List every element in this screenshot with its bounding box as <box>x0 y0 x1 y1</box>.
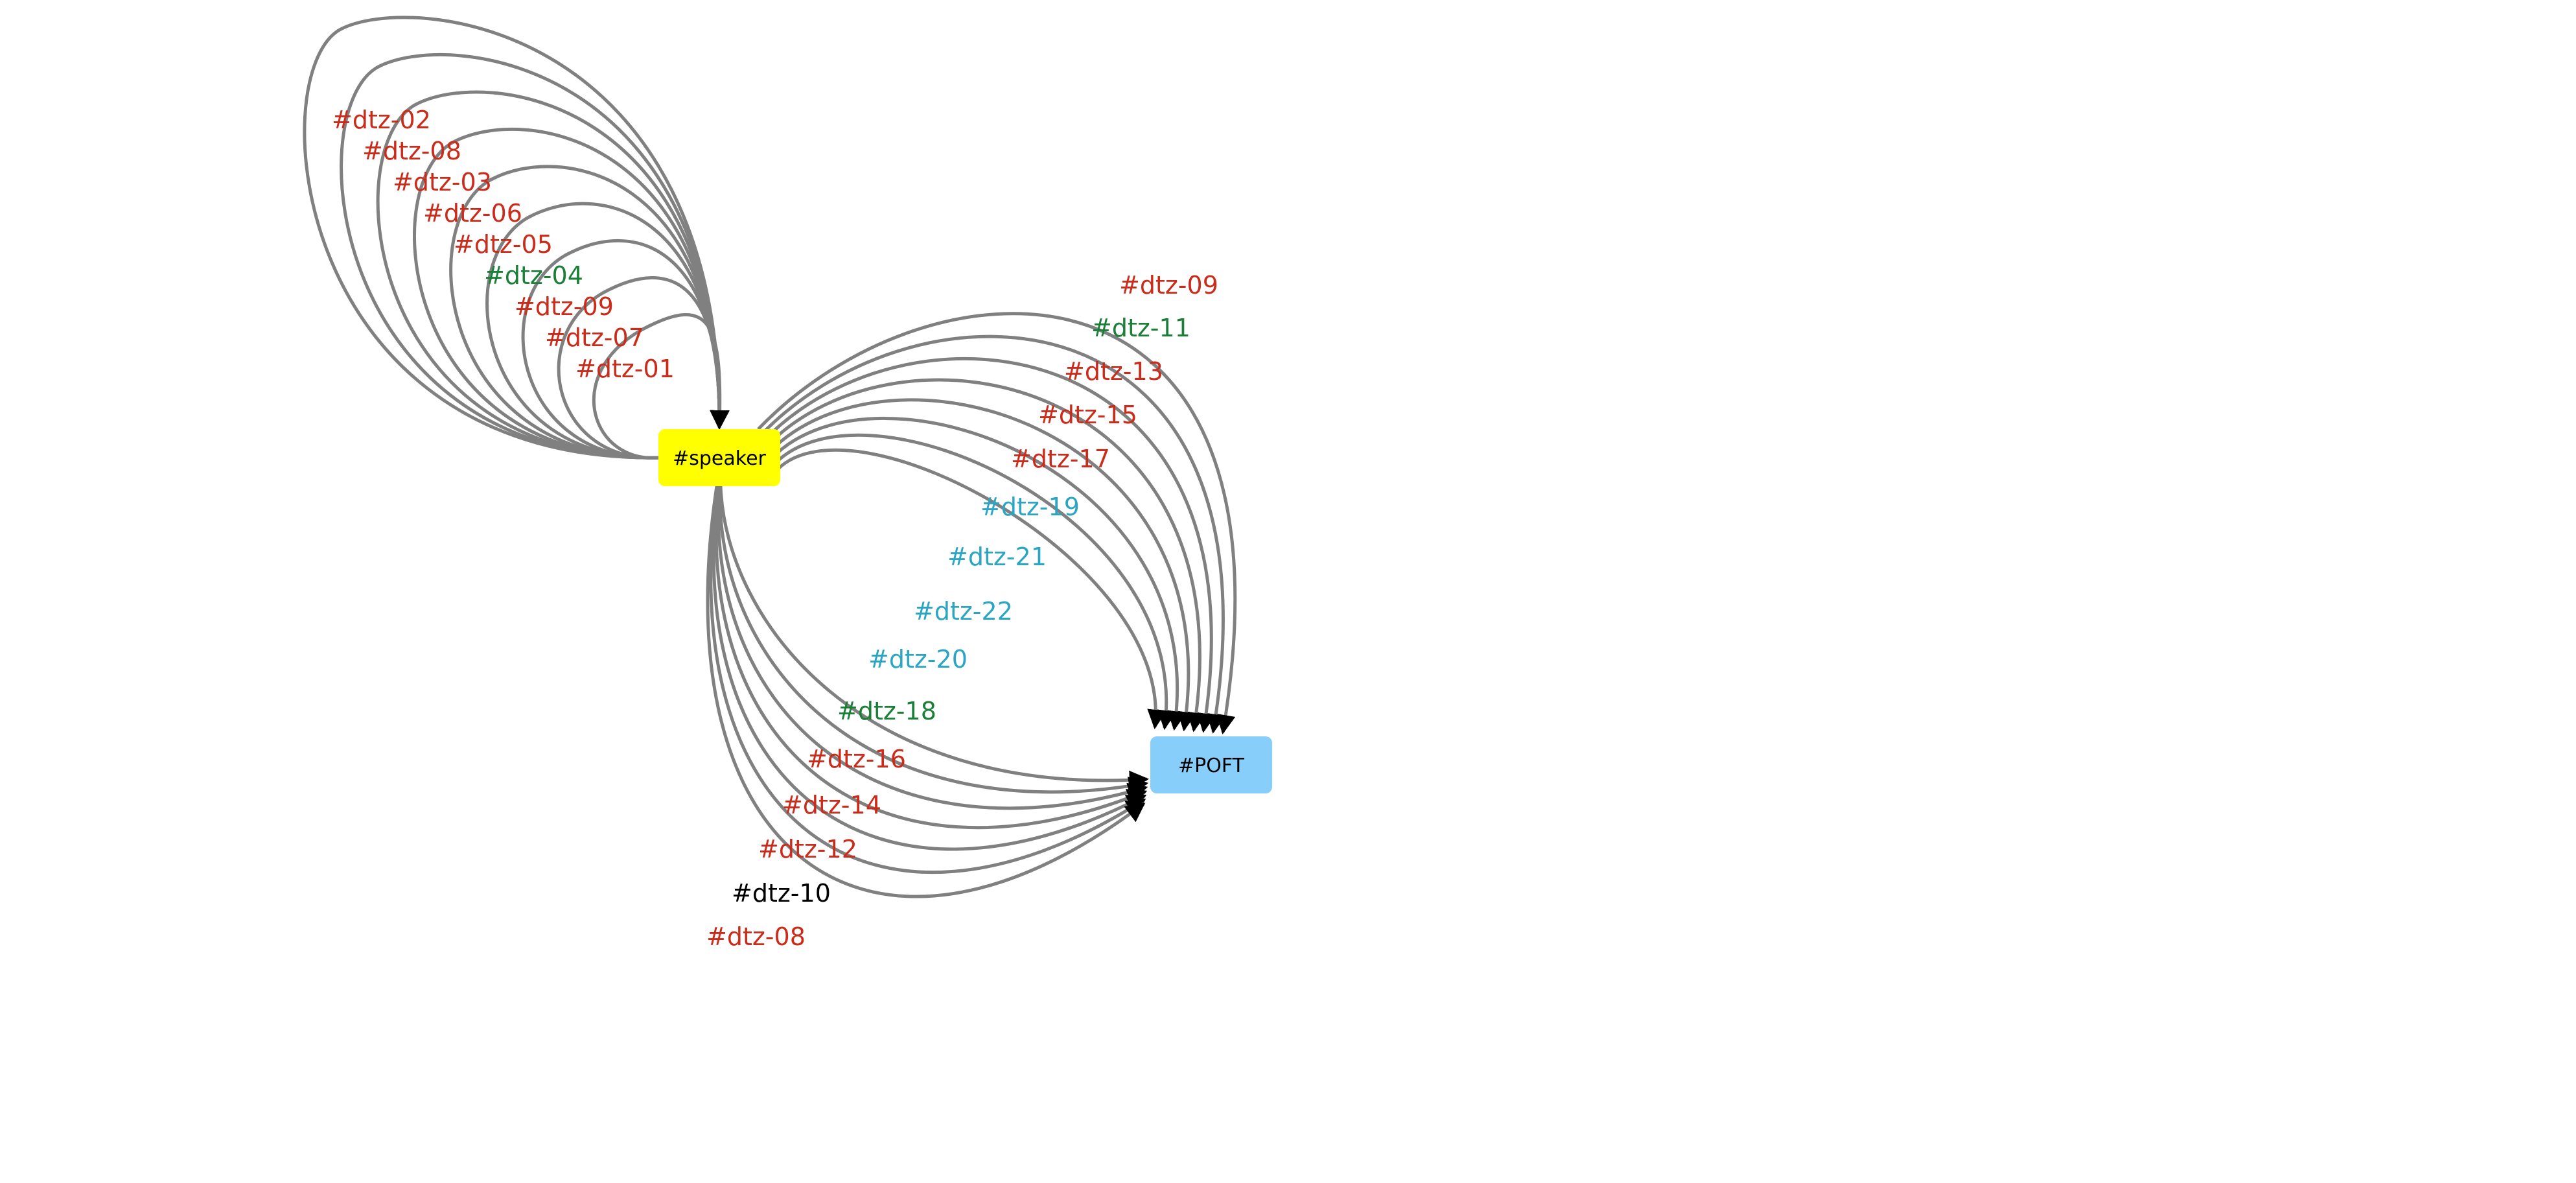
upper-edge-label: #dtz-13 <box>1064 357 1163 386</box>
self-loop-edge <box>592 312 730 460</box>
lower-edge-label: #dtz-12 <box>758 835 857 863</box>
self-loop-label: #dtz-05 <box>454 230 553 259</box>
self-loop-edge <box>449 165 730 460</box>
self-loop-label: #dtz-01 <box>575 355 675 383</box>
self-loop-label: #dtz-08 <box>362 137 461 165</box>
upper-edge-label: #dtz-19 <box>981 493 1080 521</box>
lower-edge <box>718 486 1149 796</box>
upper-edge <box>760 334 1226 734</box>
lower-edge-label: #dtz-14 <box>782 791 881 819</box>
upper-edge <box>773 433 1177 731</box>
lower-edge-label: #dtz-20 <box>868 645 968 673</box>
self-loop-edge <box>376 90 730 460</box>
upper-edge <box>776 448 1167 729</box>
self-loop-edge <box>521 239 730 460</box>
upper-edge-label: #dtz-15 <box>1038 401 1137 429</box>
edge-labels-layer: #dtz-02#dtz-08#dtz-03#dtz-06#dtz-05#dtz-… <box>332 106 1218 951</box>
self-loop-edge <box>557 276 730 460</box>
node-poft-label: #POFT <box>1178 755 1245 777</box>
node-speaker[interactable] <box>658 429 780 486</box>
lower-edge <box>714 486 1148 830</box>
self-loop-edge <box>340 53 730 460</box>
upper-edge <box>771 417 1187 731</box>
upper-edge-label: #dtz-17 <box>1011 445 1110 473</box>
upper-edge <box>762 357 1216 733</box>
lower-edge-label: #dtz-08 <box>706 922 806 951</box>
lower-edge-label: #dtz-18 <box>837 697 936 725</box>
upper-edge <box>765 378 1207 732</box>
nodes-layer: #speaker #POFT <box>658 429 1272 793</box>
lower-edge-label: #dtz-16 <box>807 745 906 773</box>
lower-edge <box>706 486 1146 898</box>
lower-edge-label: #dtz-10 <box>732 879 831 908</box>
upper-edge-label: #dtz-21 <box>947 543 1047 571</box>
self-loop-label: #dtz-09 <box>515 292 614 321</box>
self-loop-edge <box>485 202 730 460</box>
lower-edge <box>709 486 1146 874</box>
upper-edge <box>757 312 1237 734</box>
lower-edge <box>719 486 1149 790</box>
node-poft[interactable] <box>1150 736 1272 793</box>
self-loop-label: #dtz-07 <box>545 323 644 352</box>
upper-edge-label: #dtz-22 <box>914 597 1013 626</box>
self-loop-label: #dtz-04 <box>484 261 583 290</box>
lower-edge <box>717 486 1148 810</box>
self-loop-label: #dtz-03 <box>393 168 492 196</box>
lower-edge <box>712 486 1147 851</box>
self-loop-label: #dtz-06 <box>423 199 522 228</box>
upper-edge <box>768 398 1196 732</box>
self-loop-label: #dtz-02 <box>332 106 431 134</box>
edges-layer <box>303 16 1237 898</box>
upper-edge-label: #dtz-11 <box>1091 314 1190 342</box>
self-loop-edge <box>412 128 730 460</box>
upper-edge-label: #dtz-09 <box>1119 271 1218 299</box>
node-speaker-label: #speaker <box>673 447 766 470</box>
self-loop-edge <box>303 16 730 460</box>
